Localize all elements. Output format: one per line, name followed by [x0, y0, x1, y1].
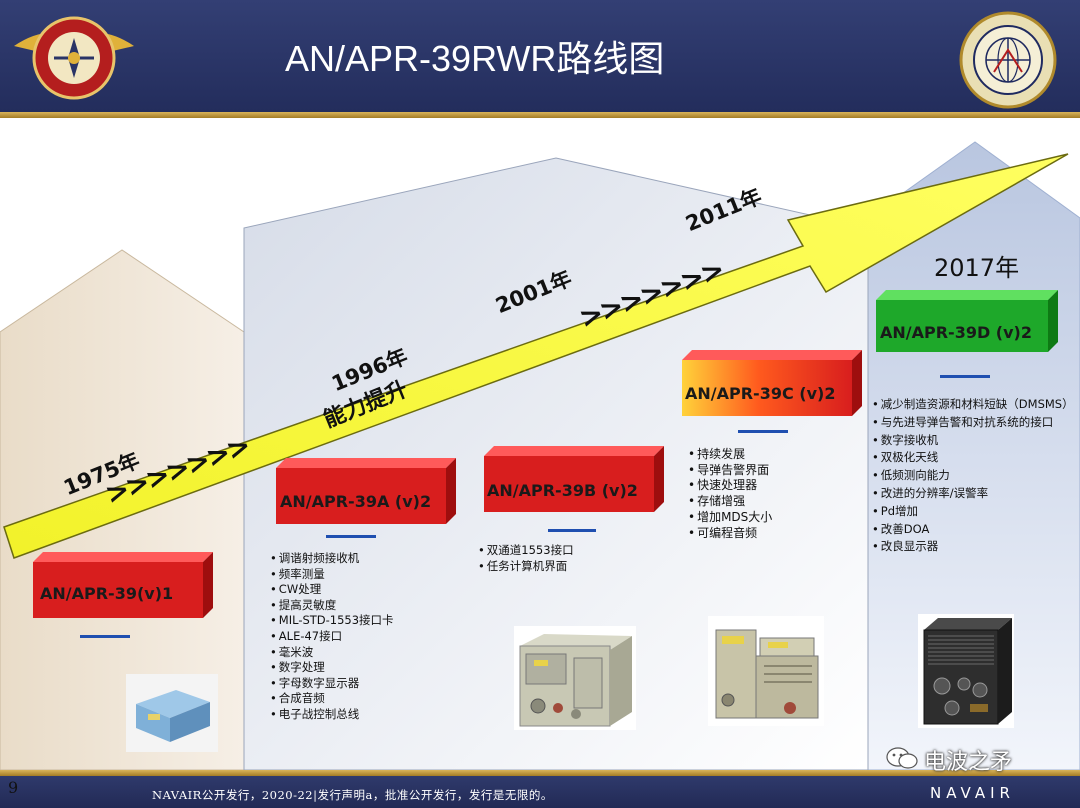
list-item: CW处理 — [270, 582, 394, 598]
underline-39c — [738, 430, 788, 433]
list-item: ALE-47接口 — [270, 629, 394, 645]
feature-list-39c: 持续发展 导弹告警界面 快速处理器 存储增强 增加MDS大小 可编程音频 — [688, 447, 772, 541]
box-apr-39b — [484, 446, 664, 512]
navair-brand: NAVAIR — [930, 784, 1015, 802]
page-title: AN/APR-39RWR路线图 — [285, 30, 664, 82]
wechat-icon — [885, 746, 919, 770]
list-item: 改良显示器 — [872, 538, 1078, 556]
list-item: 导弹告警界面 — [688, 463, 772, 479]
list-item: MIL-STD-1553接口卡 — [270, 613, 394, 629]
list-item: Pd增加 — [872, 503, 1078, 521]
list-item: 字母数字显示器 — [270, 676, 394, 692]
distribution-statement: NAVAIR公开发行，2020-22|发行声明a，批准公开发行，发行是无限的。 — [152, 787, 553, 803]
list-item: 改善DOA — [872, 521, 1078, 539]
list-item: 与先进导弹告警和对抗系统的接口 — [872, 414, 1078, 432]
advanced-tactical-logo — [10, 2, 138, 114]
list-item: 合成音频 — [270, 691, 394, 707]
list-item: 双通道1553接口 — [478, 543, 574, 559]
box-apr-39a — [276, 458, 456, 524]
list-item: 快速处理器 — [688, 478, 772, 494]
list-item: 数字处理 — [270, 660, 394, 676]
list-item: 数字接收机 — [872, 432, 1078, 450]
system-label-39a: AN/APR-39A (v)2 — [280, 492, 431, 511]
system-label-39b: AN/APR-39B (v)2 — [487, 481, 638, 500]
list-item: 存储增强 — [688, 494, 772, 510]
list-item: 提高灵敏度 — [270, 598, 394, 614]
list-item: 增加MDS大小 — [688, 510, 772, 526]
underline-39b — [548, 529, 596, 532]
program-executive-office-logo — [958, 10, 1058, 110]
device-image-39c — [708, 616, 824, 726]
device-image-39d — [918, 614, 1014, 728]
list-item: 毫米波 — [270, 645, 394, 661]
list-item: 频率测量 — [270, 567, 394, 583]
list-item: 改进的分辨率/误警率 — [872, 485, 1078, 503]
box-apr-39d — [876, 290, 1058, 352]
page-number: 9 — [8, 778, 18, 797]
list-item: 电子战控制总线 — [270, 707, 394, 723]
box-apr-39c — [682, 350, 862, 416]
system-label-v1: AN/APR-39(v)1 — [40, 584, 173, 603]
list-item: 减少制造资源和材料短缺（DMSMS） — [872, 396, 1078, 414]
watermark-text: 电波之矛 — [924, 744, 1012, 776]
list-item: 持续发展 — [688, 447, 772, 463]
underline-39d — [940, 375, 990, 378]
feature-list-39b: 双通道1553接口 任务计算机界面 — [478, 543, 574, 574]
feature-list-39d: 减少制造资源和材料短缺（DMSMS） 与先进导弹告警和对抗系统的接口 数字接收机… — [872, 396, 1078, 556]
list-item: 可编程音频 — [688, 526, 772, 542]
list-item: 调谐射频接收机 — [270, 551, 394, 567]
feature-list-39a: 调谐射频接收机 频率测量 CW处理 提高灵敏度 MIL-STD-1553接口卡 … — [270, 551, 394, 723]
device-image-v1 — [126, 674, 218, 752]
device-image-39a-39b — [514, 626, 636, 730]
underline-v1 — [80, 635, 130, 638]
underline-39a — [326, 535, 376, 538]
list-item: 任务计算机界面 — [478, 559, 574, 575]
year-2017: 2017年 — [934, 248, 1019, 283]
list-item: 低频测向能力 — [872, 467, 1078, 485]
system-label-39c: AN/APR-39C (v)2 — [685, 384, 835, 403]
system-label-39d: AN/APR-39D (v)2 — [880, 323, 1032, 342]
list-item: 双极化天线 — [872, 449, 1078, 467]
